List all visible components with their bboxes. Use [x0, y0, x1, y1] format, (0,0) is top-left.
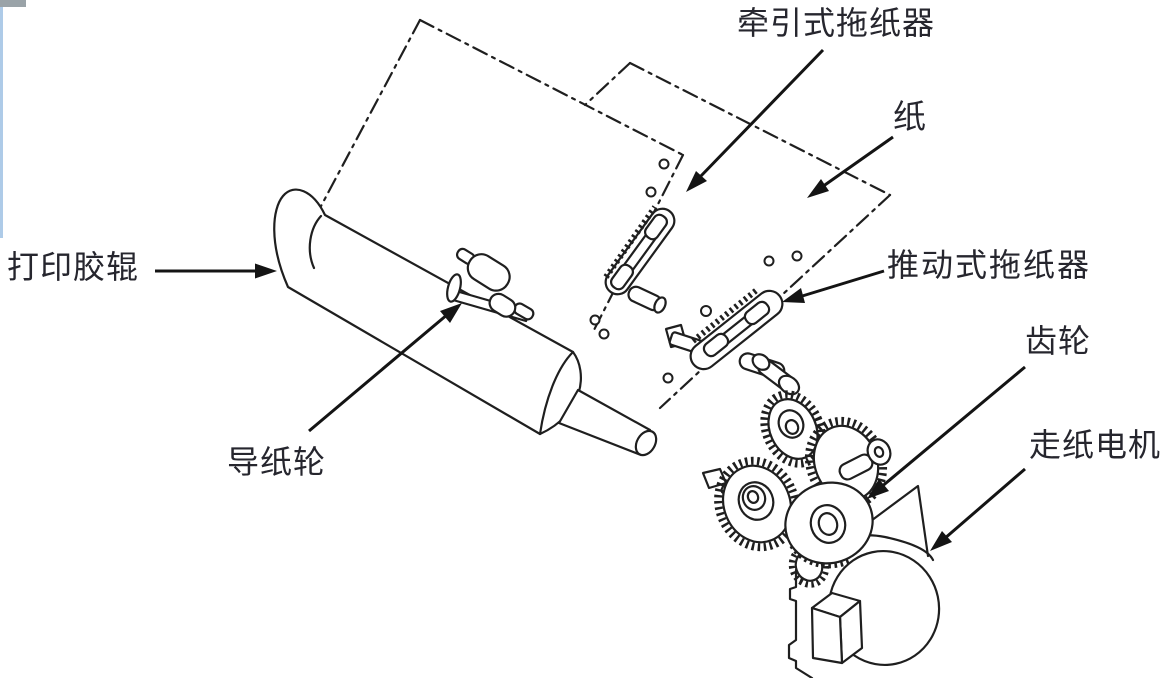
- paper-arrow: [807, 135, 894, 198]
- gear-arrow: [867, 365, 1026, 499]
- platen-roller-label: 打印胶辊: [7, 249, 140, 285]
- paper-guide-wheel-label: 导纸轮: [227, 444, 327, 480]
- annotation-arrows: [155, 48, 1026, 551]
- gear-train-drawing: [701, 353, 892, 552]
- gear-label: 齿轮: [1025, 323, 1092, 359]
- paper-label: 纸: [893, 100, 927, 136]
- top-left-scan-artifact: [0, 0, 26, 7]
- push-tractor-arrow: [782, 269, 885, 303]
- platen-roller-arrow: [155, 263, 277, 279]
- platen-roller-drawing: [273, 188, 658, 457]
- pull-tractor-drawing: [603, 205, 676, 314]
- pull-tractor-arrow: [686, 48, 825, 192]
- paper-feed-motor-arrow: [930, 467, 1026, 551]
- paper-guide-wheel-arrow: [308, 303, 462, 433]
- paper-sheet-drawing: [293, 18, 892, 410]
- push-tractor-label: 推动式拖纸器: [887, 247, 1092, 283]
- front-gears-drawing: [784, 481, 874, 588]
- paper-guide-wheel-drawing: [446, 247, 535, 323]
- feed-motor-drawing: [810, 549, 941, 667]
- pull-tractor-label: 牵引式拖纸器: [737, 5, 936, 41]
- paper-feed-motor-label: 走纸电机: [1029, 427, 1162, 463]
- left-edge-scan-artifact: [0, 0, 3, 238]
